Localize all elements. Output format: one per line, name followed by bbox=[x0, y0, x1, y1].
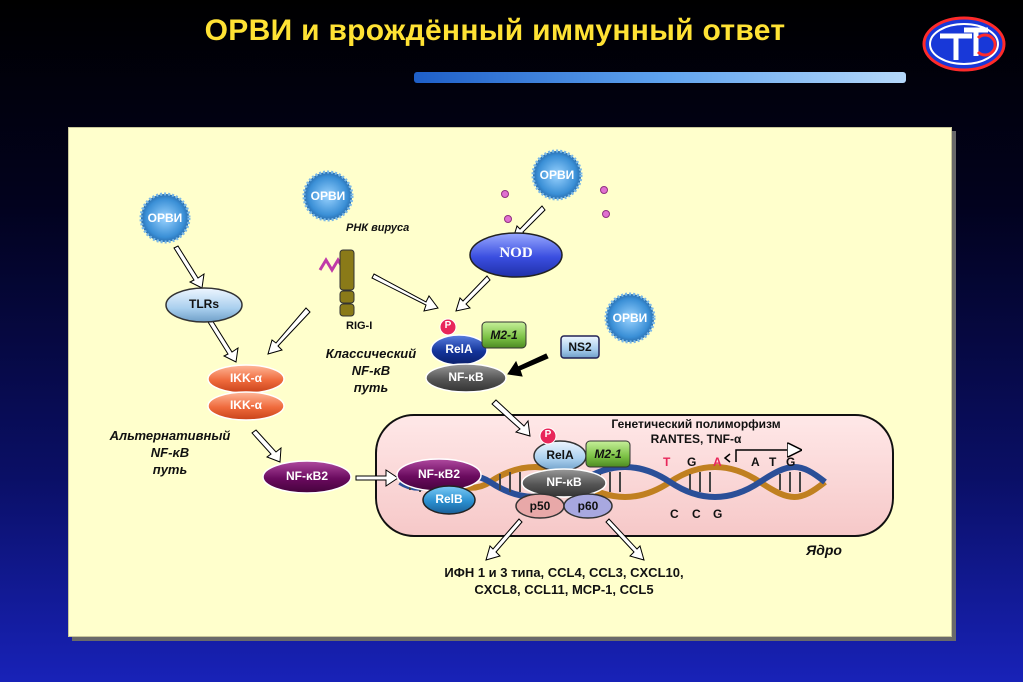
m21-shape-1 bbox=[481, 321, 527, 349]
virus-icon-3 bbox=[531, 149, 583, 201]
seq-letter-4: A bbox=[751, 455, 760, 469]
phospho-shape-1 bbox=[439, 318, 457, 336]
arrow-nfkb-nucleus bbox=[491, 399, 531, 437]
nod-label: NOD bbox=[499, 245, 533, 261]
virus-label-4: ОРВИ bbox=[612, 311, 648, 325]
seq-bottom-3: G bbox=[713, 507, 723, 521]
relb-shape bbox=[422, 485, 476, 515]
arrow-nfkb2-nucleus bbox=[355, 469, 399, 487]
p60-shape bbox=[563, 493, 613, 519]
m21-label-1: M2-1 bbox=[490, 328, 518, 342]
virus-icon-1 bbox=[139, 192, 191, 244]
page-title: ОРВИ и врождённый иммунный ответ bbox=[204, 14, 786, 47]
seq-letter-3: A bbox=[713, 455, 722, 469]
nfkb-shape-1 bbox=[425, 363, 507, 393]
arrow-virus-tlrs bbox=[173, 245, 205, 289]
tlrs-shape bbox=[165, 287, 243, 323]
nfkb-shape-2 bbox=[521, 468, 607, 498]
tlrs-label: TLRs bbox=[189, 297, 219, 311]
ns2-shape bbox=[560, 335, 600, 359]
arrow-tlrs-ikk bbox=[207, 319, 239, 363]
m21-label-2: M2-1 bbox=[594, 447, 622, 461]
nfkb-label-2: NF-κB bbox=[546, 475, 582, 489]
phospho-label-1: P bbox=[444, 320, 452, 331]
nfkb2-shape-1 bbox=[262, 460, 352, 494]
arrow-p50-output bbox=[485, 518, 523, 561]
arrow-nod-rela bbox=[455, 275, 491, 312]
p60-label: p60 bbox=[577, 499, 599, 513]
ns2-label: NS2 bbox=[568, 340, 592, 354]
alt-path-label: Альтернативный NF-κB путь bbox=[109, 428, 231, 477]
genetic-label: Генетический полиморфизм RANTES, TNF-α bbox=[611, 417, 781, 446]
tss-arrow bbox=[735, 450, 796, 462]
virus-label-1: ОРВИ bbox=[147, 211, 183, 225]
rig-label: RIG-I bbox=[346, 320, 373, 332]
tss-arrow-small bbox=[723, 453, 731, 463]
arrow-ns2-nfkb bbox=[507, 353, 549, 377]
rig-i-receptor-icon bbox=[318, 249, 355, 317]
nfkb2-label-1: NF-κB2 bbox=[285, 469, 329, 483]
virus-icon-2 bbox=[302, 170, 354, 222]
seq-letter-2: G bbox=[687, 455, 697, 469]
rnk-label: РНК вируса bbox=[346, 222, 410, 234]
logo-icon bbox=[922, 16, 1006, 72]
ikk-shape-2 bbox=[207, 391, 285, 421]
diagram-panel bbox=[68, 127, 952, 637]
p50-label: p50 bbox=[529, 499, 551, 513]
virus-label-2: ОРВИ bbox=[310, 189, 346, 203]
arrow-rig-rela bbox=[371, 273, 439, 312]
pamp-dots bbox=[501, 186, 610, 223]
seq-letter-6: G bbox=[786, 455, 796, 469]
nfkb2-label-2: NF-κB2 bbox=[417, 467, 461, 481]
nod-shape bbox=[469, 232, 563, 278]
seq-bottom-1: C bbox=[670, 507, 679, 521]
ikk-label-2: IKK-α bbox=[229, 398, 263, 412]
classic-path-label: Классический NF-κB путь bbox=[325, 346, 417, 395]
rela-label-1: RelA bbox=[445, 342, 473, 356]
arrow-p60-output bbox=[605, 518, 645, 561]
phospho-shape-2 bbox=[539, 427, 557, 445]
title-underline-bar bbox=[414, 72, 906, 83]
arrow-ikk-nfkb2 bbox=[251, 429, 282, 463]
arrow-rig-ikk bbox=[267, 307, 311, 355]
pathway-arrows bbox=[173, 205, 645, 561]
rela-label-2: RelA bbox=[546, 448, 574, 462]
seq-letter-5: T bbox=[769, 455, 777, 469]
ikk-label-1: IKK-α bbox=[229, 371, 263, 385]
m21-shape-2 bbox=[585, 440, 631, 468]
nucleus-label: Ядро bbox=[806, 542, 842, 558]
output-cytokines-label: ИФН 1 и 3 типа, CCL4, CCL3, CXCL10, CXCL… bbox=[444, 565, 684, 597]
virus-label-3: ОРВИ bbox=[539, 168, 575, 182]
seq-bottom-2: C bbox=[692, 507, 701, 521]
virus-icon-4 bbox=[604, 292, 656, 344]
seq-letter-1: T bbox=[663, 455, 671, 469]
phospho-label-2: P bbox=[544, 429, 552, 440]
nfkb-label-1: NF-κB bbox=[448, 370, 484, 384]
relb-label: RelB bbox=[435, 492, 463, 506]
